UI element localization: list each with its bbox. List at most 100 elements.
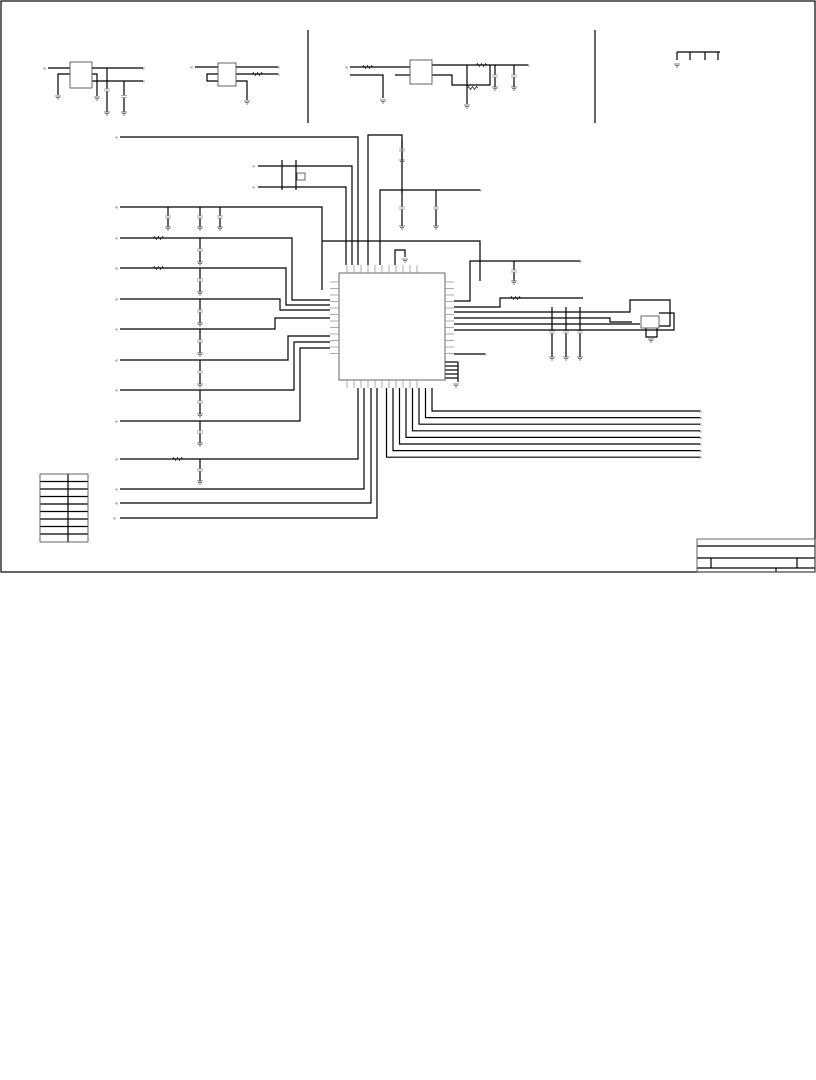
wire bbox=[120, 335, 330, 361]
microcontroller-ic bbox=[338, 272, 446, 381]
wire bbox=[120, 347, 330, 422]
ground-icon bbox=[549, 356, 555, 361]
port-symbol: « bbox=[699, 455, 702, 461]
ground-icon bbox=[674, 63, 680, 68]
ground-icon bbox=[197, 383, 203, 388]
wire bbox=[454, 299, 671, 327]
sheet-border bbox=[0, 0, 816, 573]
wire bbox=[92, 73, 98, 96]
wire bbox=[258, 165, 353, 265]
port-symbol: « bbox=[252, 164, 255, 170]
wire bbox=[398, 388, 700, 445]
port-symbol: « bbox=[277, 72, 280, 78]
components: «««««««««««««««««««««««««««««««««« bbox=[39, 59, 816, 573]
port-symbol: « bbox=[115, 236, 118, 242]
port-symbol: « bbox=[115, 487, 118, 493]
port-symbol: « bbox=[699, 449, 702, 455]
resistor-symbol bbox=[466, 85, 479, 91]
capacitor-symbol bbox=[197, 370, 203, 374]
wire bbox=[258, 186, 347, 265]
port-symbol: « bbox=[115, 297, 118, 303]
port-symbol: « bbox=[190, 65, 193, 71]
crystal bbox=[296, 172, 306, 181]
resistor-symbol bbox=[361, 64, 374, 70]
capacitor-symbol bbox=[563, 330, 569, 334]
port-symbol: « bbox=[699, 442, 702, 448]
ground-icon bbox=[197, 226, 203, 231]
wire bbox=[206, 73, 218, 82]
port-symbol: « bbox=[699, 435, 702, 441]
wire bbox=[645, 328, 658, 338]
port-symbol: « bbox=[115, 205, 118, 211]
capacitor-symbol bbox=[197, 309, 203, 313]
ldo-ic bbox=[217, 62, 237, 87]
port-symbol: « bbox=[115, 358, 118, 364]
ground-icon bbox=[433, 225, 439, 230]
capacitor-symbol bbox=[104, 88, 110, 92]
ground-icon bbox=[197, 442, 203, 447]
capacitor-symbol bbox=[433, 206, 439, 210]
wire bbox=[454, 297, 583, 308]
ground-icon bbox=[165, 226, 171, 231]
wire bbox=[454, 260, 580, 302]
wire bbox=[411, 388, 700, 432]
port-symbol: « bbox=[115, 327, 118, 333]
ground-icon bbox=[399, 159, 405, 164]
ground-icon bbox=[197, 413, 203, 418]
ground-icon bbox=[197, 480, 203, 485]
wire bbox=[454, 312, 675, 331]
port-symbol: « bbox=[699, 422, 702, 428]
port-symbol: « bbox=[527, 63, 530, 69]
port-symbol: « bbox=[115, 501, 118, 507]
wire bbox=[120, 388, 378, 519]
ground-icon bbox=[511, 86, 517, 91]
port-symbol: « bbox=[115, 388, 118, 394]
capacitor-symbol bbox=[399, 148, 405, 152]
wires bbox=[40, 30, 815, 572]
wire bbox=[120, 206, 323, 290]
wire bbox=[236, 80, 248, 100]
resistor-symbol bbox=[475, 62, 488, 68]
switching-regulator-ic bbox=[409, 59, 433, 85]
wire bbox=[120, 388, 359, 460]
ground-icon bbox=[121, 111, 127, 116]
wire bbox=[379, 189, 480, 265]
ground-icon bbox=[197, 291, 203, 296]
title-block bbox=[696, 538, 816, 573]
ground-icon bbox=[399, 225, 405, 230]
wire bbox=[424, 388, 700, 419]
port-symbol: « bbox=[142, 66, 145, 72]
port-symbol: « bbox=[113, 516, 116, 522]
ground-icon bbox=[453, 383, 459, 388]
ground-icon bbox=[104, 111, 110, 116]
ground-icon bbox=[197, 322, 203, 327]
capacitor-symbol bbox=[165, 215, 171, 219]
legend-table bbox=[39, 473, 89, 543]
resistor-symbol bbox=[251, 71, 264, 77]
resistor-symbol bbox=[171, 456, 184, 462]
capacitor-symbol bbox=[492, 74, 498, 78]
capacitor-symbol bbox=[217, 215, 223, 219]
wire bbox=[350, 74, 384, 98]
resistor-symbol bbox=[509, 295, 522, 301]
ground-icon bbox=[197, 352, 203, 357]
port-symbol: « bbox=[345, 65, 348, 71]
port-symbol: « bbox=[484, 352, 487, 358]
wire bbox=[120, 136, 359, 265]
wire bbox=[120, 317, 330, 330]
capacitor-symbol bbox=[399, 206, 405, 210]
port-symbol: « bbox=[277, 65, 280, 71]
capacitor-symbol bbox=[197, 400, 203, 404]
wire bbox=[120, 341, 330, 391]
resistor-symbol bbox=[152, 235, 165, 241]
capacitor-symbol bbox=[511, 74, 517, 78]
capacitor-symbol bbox=[121, 95, 127, 98]
wire bbox=[322, 240, 481, 281]
ground-icon bbox=[244, 100, 250, 105]
wire bbox=[120, 237, 330, 301]
wire bbox=[120, 267, 330, 306]
wire bbox=[385, 388, 700, 458]
port-symbol: « bbox=[115, 266, 118, 272]
capacitor-symbol bbox=[511, 269, 517, 273]
